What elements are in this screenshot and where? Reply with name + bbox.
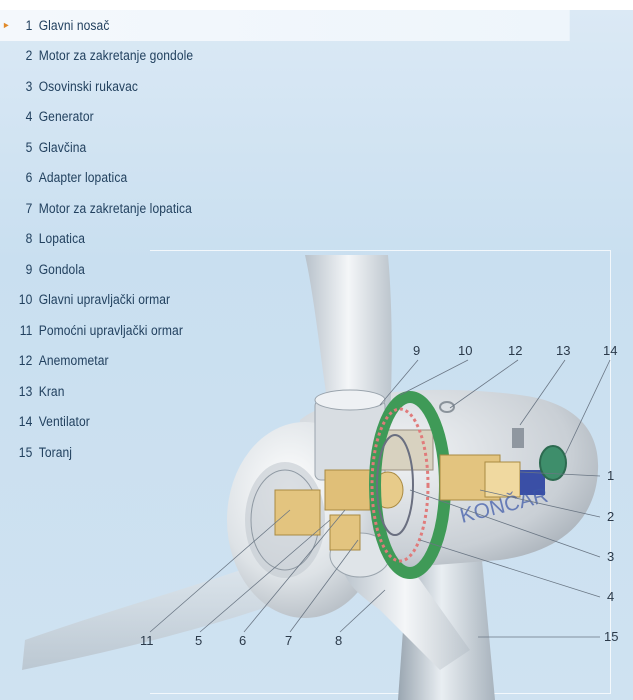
callout-8: 8	[335, 633, 342, 648]
callout-15: 15	[604, 629, 618, 644]
blade-adapter	[275, 490, 320, 535]
callout-9: 9	[413, 343, 420, 358]
callout-5: 5	[195, 633, 202, 648]
callout-2: 2	[607, 509, 614, 524]
callout-12: 12	[508, 343, 522, 358]
callout-10: 10	[458, 343, 472, 358]
callout-3: 3	[607, 549, 614, 564]
ventilator	[540, 446, 566, 480]
crane	[512, 428, 524, 448]
callout-14: 14	[603, 343, 617, 358]
callout-6: 6	[239, 633, 246, 648]
callout-13: 13	[556, 343, 570, 358]
callout-7: 7	[285, 633, 292, 648]
callout-11: 11	[140, 633, 154, 648]
callout-4: 4	[607, 589, 614, 604]
callout-1: 1	[607, 468, 614, 483]
